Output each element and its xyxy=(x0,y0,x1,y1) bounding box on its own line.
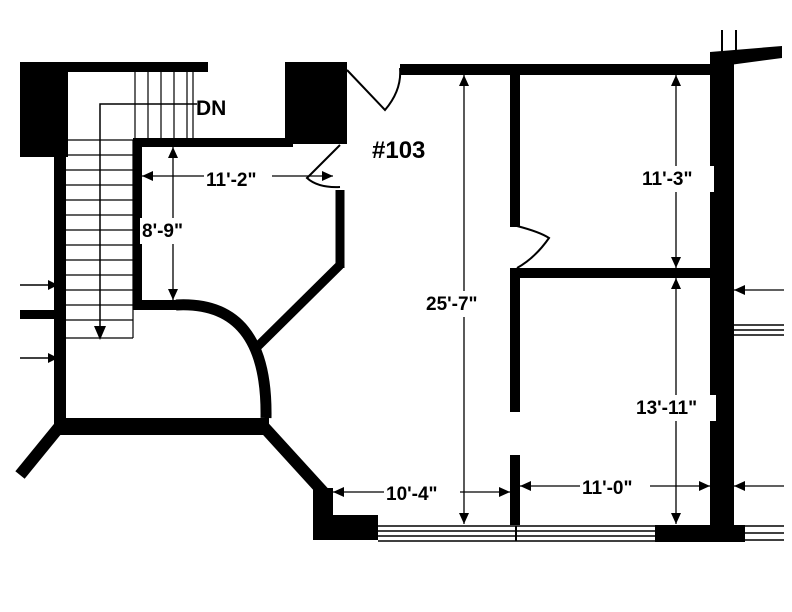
vent-top-right xyxy=(721,30,737,52)
dim-right-exterior-arrows xyxy=(734,285,784,491)
wall-lobby-top xyxy=(133,138,293,147)
dim-lobby-width: 11'-2" xyxy=(206,170,257,191)
wall-lobby-curve xyxy=(175,299,272,419)
wall-partition-upper xyxy=(510,72,520,227)
stairs: DN xyxy=(66,72,226,340)
wall-bottom-right xyxy=(655,525,745,542)
wall-lobby-bottom xyxy=(133,300,181,310)
dim-overall-depth: 25'-7" xyxy=(426,294,478,315)
wall-corridor xyxy=(54,418,269,435)
wall-diagonal-lower-left xyxy=(15,422,65,479)
wall-door-block xyxy=(285,62,347,144)
wall-diagonal-lobby xyxy=(252,261,344,352)
stair-direction-arrow xyxy=(94,103,197,340)
walls xyxy=(20,46,782,542)
wall-top-stair xyxy=(20,62,208,72)
entry-arrows xyxy=(20,280,58,363)
dim-lower-room-depth: 13'-11" xyxy=(636,398,697,419)
door-closet-swing xyxy=(305,144,341,189)
doors xyxy=(305,67,551,269)
window-right-mid xyxy=(734,324,784,336)
room-number: #103 xyxy=(372,137,425,164)
windows xyxy=(378,30,784,542)
dim-lobby-depth: 8'-9" xyxy=(142,221,183,242)
door-side-room-swing xyxy=(516,225,551,269)
dim-upper-room-depth: 11'-3" xyxy=(642,169,693,190)
wall-left xyxy=(54,62,66,434)
wall-lobby-left xyxy=(133,138,142,308)
dimension-lines xyxy=(142,75,784,524)
wall-diagonal-corridor xyxy=(258,421,330,499)
door-entry-swing xyxy=(346,67,402,112)
dim-side-room-width: 11'-0" xyxy=(582,478,633,499)
wall-bottom-step xyxy=(313,515,378,540)
dim-main-room-width: 10'-4" xyxy=(386,484,438,505)
wall-side-rooms xyxy=(510,268,715,278)
stair-treads-upper xyxy=(134,72,194,138)
wall-left-stub xyxy=(20,310,60,319)
stair-label: DN xyxy=(196,97,226,120)
window-right-lower xyxy=(734,525,784,541)
wall-right xyxy=(710,55,734,540)
wall-top-main xyxy=(400,64,720,75)
labels: #103 25'-7" 11'-3" 13'-11" 11'-2" 8'-9" … xyxy=(140,137,716,505)
window-bottom xyxy=(378,525,655,542)
wall-partition-bottom xyxy=(510,455,520,525)
angled-walls xyxy=(15,190,345,499)
wall-partition-lower xyxy=(510,268,520,412)
